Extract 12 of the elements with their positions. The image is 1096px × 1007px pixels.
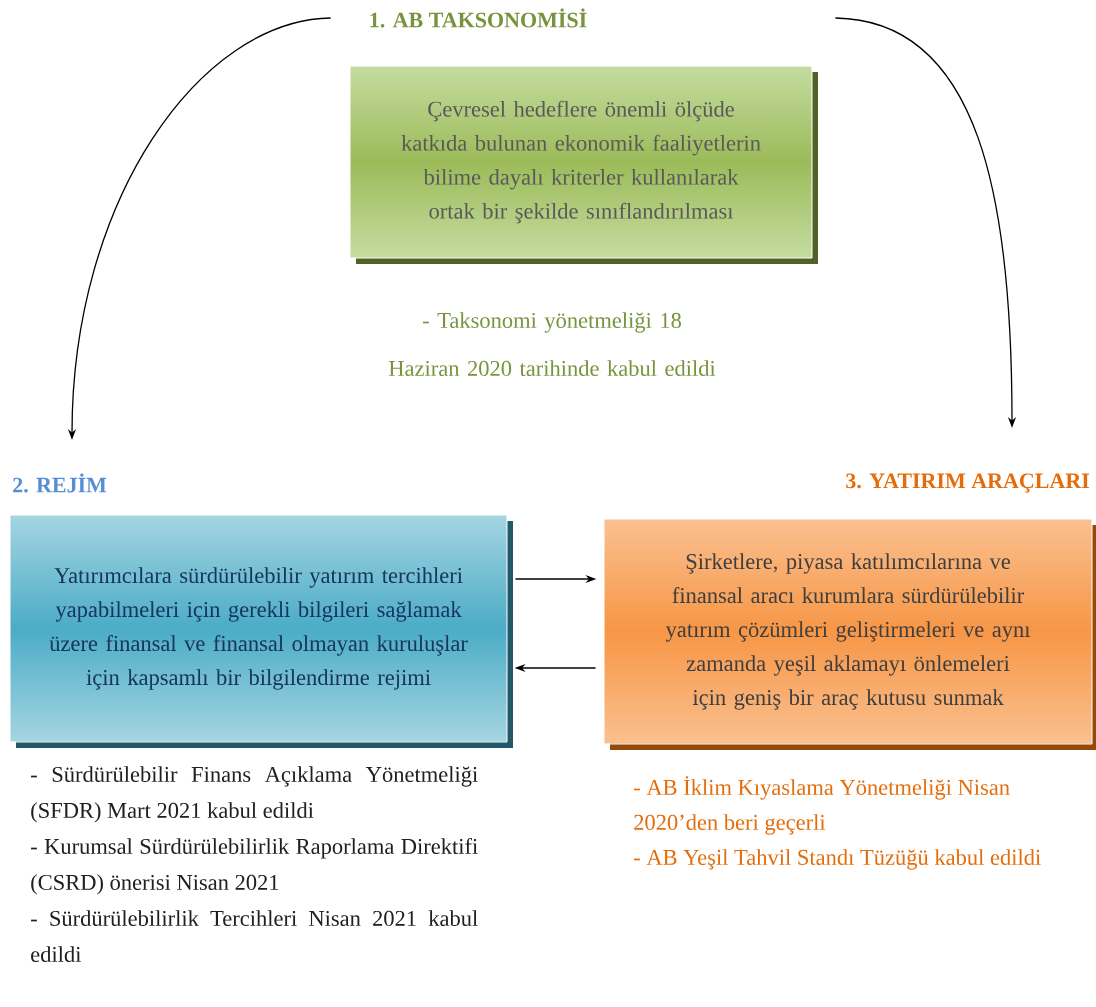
note-text: - Sürdürülebilirlik Tercihleri Nisan 2021 kabul edildi [31,910,478,963]
note-text: - Kurumsal Sürdürülebilirlik Raporlama Direktifi (CSRD) önerisi Nisan 2021 [31,837,478,895]
process-box: Yatırımcılara sürdürülebilir yatırım tercihleri yapabilmeleri için gerekli bilgileri sağlamak üzere finansal ve finansal olmayan kuruluşlar için kapsamlı bir bilgilendirme rejimi [9,514,513,748]
heading: 3. YATIRIM ARAÇLARI [846,473,1089,493]
process-box: Şirketlere, piyasa katılımcılarına ve finansal aracı kurumlara sürdürülebilir yatırım çözümleri geliştirmeleri ve aynı zamanda yeşil aklamayı önlemeleri için geniş bir araç kutusu sunmak [603,518,1096,750]
note-text: - Sürdürülebilir Finans Açıklama Yönetmeliği (SFDR) Mart 2021 kabul edildi [31,766,478,823]
note-text: - AB İklim Kıyaslama Yönetmeliği Nisan 2020’den beri geçerli [634,776,1010,835]
heading: 2. REJİM [13,473,107,493]
note-text: - Taksonomi yönetmeliği 18 Haziran 2020 tarihinde kabul edildi [388,312,716,377]
process-box: Çevresel hedeflere önemli ölçüde katkıda bulunan ekonomik faaliyetlerin bilime dayalı kriterler kullanılarak ortak bir şekilde sınıflandırılması [349,65,818,264]
heading: 1. AB TAKSONOMİSİ [370,8,587,28]
note-text: - AB Yeşil Tahvil Standı Tüzüğü kabul edildi [634,849,1041,870]
